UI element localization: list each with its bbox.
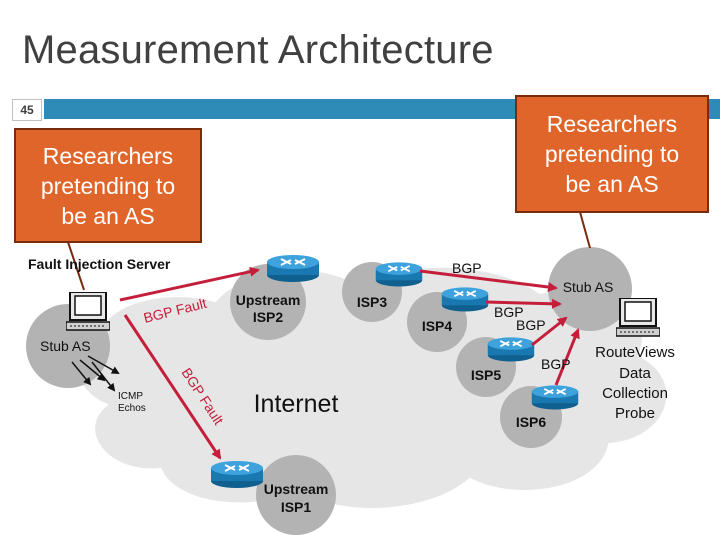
bgp-arrow-isp3-stub [419,269,558,292]
routeviews-line3: Collection [602,385,668,402]
computer-icon [616,298,660,337]
icmp-echo-arrow [79,359,106,382]
router-icon [440,286,490,313]
isp5-label: ISP5 [471,367,502,383]
callout-right-line3: be an AS [565,171,659,197]
callout-left-line3: be an AS [61,202,155,229]
callout-right: Researchers pretending to be an AS [515,95,709,213]
internet-label: Internet [254,390,339,418]
bgp-fault-arrow-isp1 [123,314,222,460]
icmp-echo-arrow [87,355,120,374]
bgp-label: BGP [452,260,482,276]
isp4-label: ISP4 [422,318,453,334]
icmp-echo-arrow [71,361,92,386]
routeviews-line2: Data [619,365,651,382]
bgp-arrow-isp6-stub [554,328,580,386]
callout-left-pointer [67,241,85,291]
icmp-label-line2: Echos [118,403,146,414]
bgp-label: BGP [516,317,546,333]
bgp-arrow-isp5-stub [531,316,568,347]
isp6-label: ISP6 [516,414,547,430]
callout-right-line2: pretending to [544,141,680,167]
bgp-label: BGP [541,356,571,372]
stub-as-right-label: Stub AS [563,279,614,295]
icmp-echo-arrow [91,361,116,392]
routeviews-line1: RouteViews [595,344,675,361]
computer-icon [66,292,110,331]
callout-right-pointer [579,211,591,249]
router-icon [486,336,536,363]
upstream-isp1-line1: Upstream [264,481,329,497]
callout-left-line2: pretending to [40,172,176,199]
router-icon [266,254,320,283]
bgp-arrow-isp4-stub [485,298,562,309]
stub-as-left-label: Stub AS [40,338,91,354]
routeviews-line4: Probe [615,405,655,422]
router-icon [374,261,424,288]
slide-number: 45 [12,99,42,121]
upstream-isp2-line2: ISP2 [253,309,284,325]
stub-as-right-node [548,247,632,331]
slide-title: Measurement Architecture [22,28,494,72]
router-icon [530,384,580,411]
upstream-isp1-line2: ISP1 [281,499,312,515]
upstream-isp1-node [256,455,336,535]
bgp-fault-arrow-isp2 [119,266,260,302]
bgp-label: BGP [494,304,524,320]
callout-left: Researchers pretending to be an AS [14,128,202,243]
upstream-isp2-line1: Upstream [236,292,301,308]
router-icon [210,460,264,489]
isp3-label: ISP3 [357,294,388,310]
fault-server-label: Fault Injection Server [28,256,171,272]
upstream-isp2-node [230,264,306,340]
callout-left-line1: Researchers [42,142,174,169]
icmp-label-line1: ICMP [118,391,143,402]
callout-right-line1: Researchers [546,111,678,137]
